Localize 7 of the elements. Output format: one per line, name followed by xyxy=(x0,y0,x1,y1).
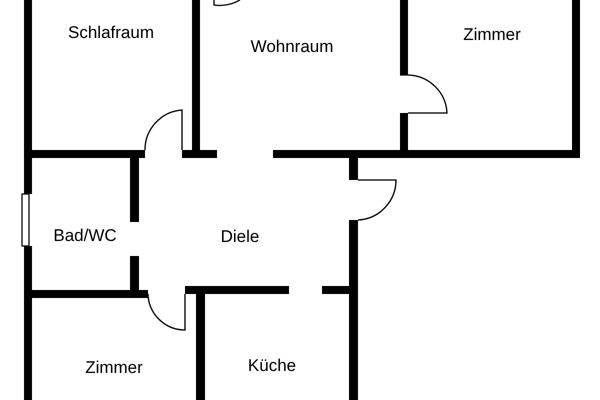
room-label: Bad/WC xyxy=(53,226,117,246)
room-label: Küche xyxy=(248,356,296,376)
room-label: Diele xyxy=(220,227,260,247)
room-label: Schlafraum xyxy=(68,23,154,43)
room-label: Zimmer xyxy=(85,358,143,378)
room-label: Zimmer xyxy=(463,25,521,45)
room-label: Wohnraum xyxy=(250,37,334,57)
